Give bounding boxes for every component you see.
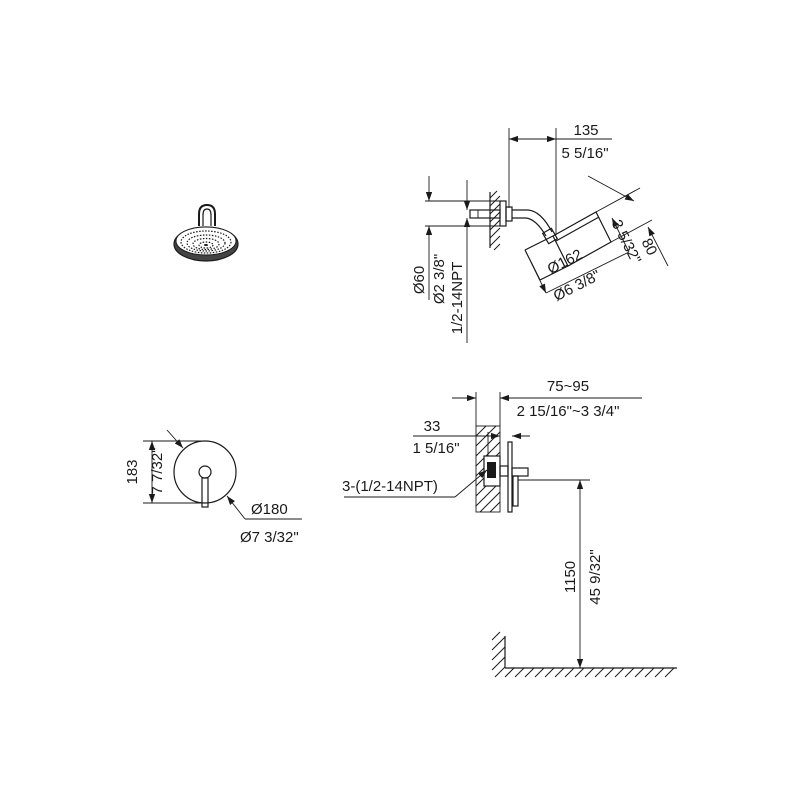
arm-reach-mm: 135 [573, 122, 598, 139]
floor-height-mm: 1150 [562, 561, 579, 593]
shower-arm-view: 135 5 5/16" Ø60 Ø2 3/8" 1/2-14NPT Ø162 Ø… [411, 122, 669, 343]
arm-reach-in: 5 5/16" [561, 145, 608, 162]
wall-range-in: 2 15/16"~3 3/4" [517, 403, 620, 420]
trim-height-mm: 183 [124, 459, 141, 484]
ports-spec: 3-(1/2-14NPT) [342, 478, 438, 495]
flange-dia-mm: Ø60 [411, 266, 428, 294]
valve-trim-front-view: 183 7 7/32" Ø180 Ø7 3/32" [124, 429, 302, 546]
trim-height-in: 7 7/32" [149, 447, 166, 494]
trim-dia-in: Ø7 3/32" [240, 529, 299, 546]
head-height-mm: 80 [638, 236, 661, 259]
shower-head-thumbnail [173, 203, 239, 262]
trim-dia-mm: Ø180 [251, 501, 288, 518]
valve-section-view: 75~95 2 15/16"~3 3/4" 33 1 5/16" 3-(1/2-… [342, 378, 677, 678]
wall-hatch [489, 190, 501, 251]
thread-spec: 1/2-14NPT [449, 262, 466, 335]
flange-dia-in: Ø2 3/8" [431, 254, 448, 304]
setback-in: 1 5/16" [412, 440, 459, 457]
floor-height-in: 45 9/32" [587, 549, 604, 604]
wall-range-mm: 75~95 [547, 378, 589, 395]
head-dia-mm: Ø162 [545, 246, 585, 278]
floor [491, 631, 677, 678]
setback-mm: 33 [424, 418, 441, 435]
